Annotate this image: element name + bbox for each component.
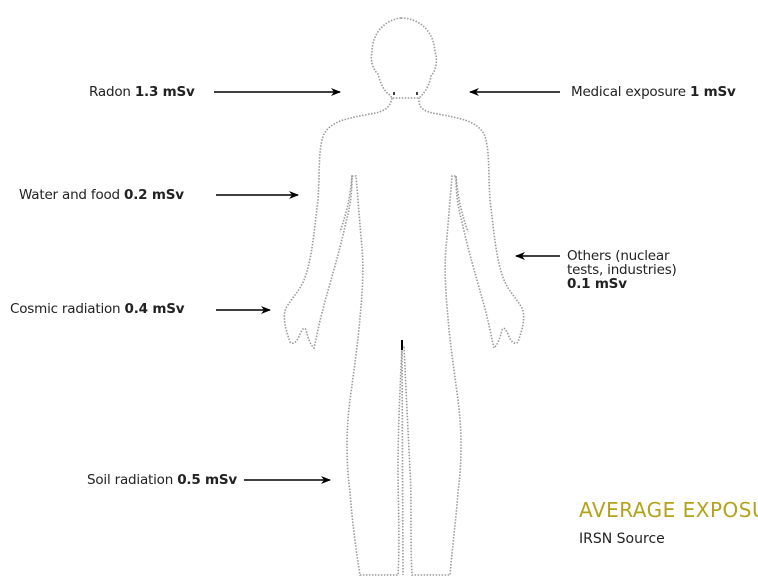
label-soil-value: 0.5 mSv (177, 472, 237, 488)
label-radon: Radon 1.3 mSv (89, 85, 195, 100)
label-radon-value: 1.3 mSv (135, 84, 195, 100)
right-inner-arm (456, 176, 468, 232)
label-water: Water and food 0.2 mSv (19, 188, 184, 203)
body-outline (284, 98, 523, 575)
label-water-name: Water and food (19, 187, 120, 203)
label-medical-value: 1 mSv (690, 84, 736, 100)
label-cosmic: Cosmic radiation 0.4 mSv (10, 302, 184, 317)
label-soil: Soil radiation 0.5 mSv (87, 473, 237, 488)
label-cosmic-value: 0.4 mSv (125, 301, 185, 317)
leg-split (402, 346, 403, 575)
source-credit: IRSN Source (579, 531, 665, 547)
label-radon-name: Radon (89, 84, 131, 100)
label-medical-name: Medical exposure (571, 84, 686, 100)
label-soil-name: Soil radiation (87, 472, 173, 488)
label-medical: Medical exposure 1 mSv (571, 85, 736, 100)
head-outline (371, 18, 436, 98)
human-body-outline (284, 18, 523, 575)
diagram-title: AVERAGE EXPOSURE (579, 498, 758, 522)
label-water-value: 0.2 mSv (124, 187, 184, 203)
left-inner-arm (340, 176, 352, 232)
label-cosmic-name: Cosmic radiation (10, 301, 120, 317)
label-others: Others (nuclear tests, industries) 0.1 m… (567, 249, 727, 291)
label-others-value: 0.1 mSv (567, 276, 627, 292)
